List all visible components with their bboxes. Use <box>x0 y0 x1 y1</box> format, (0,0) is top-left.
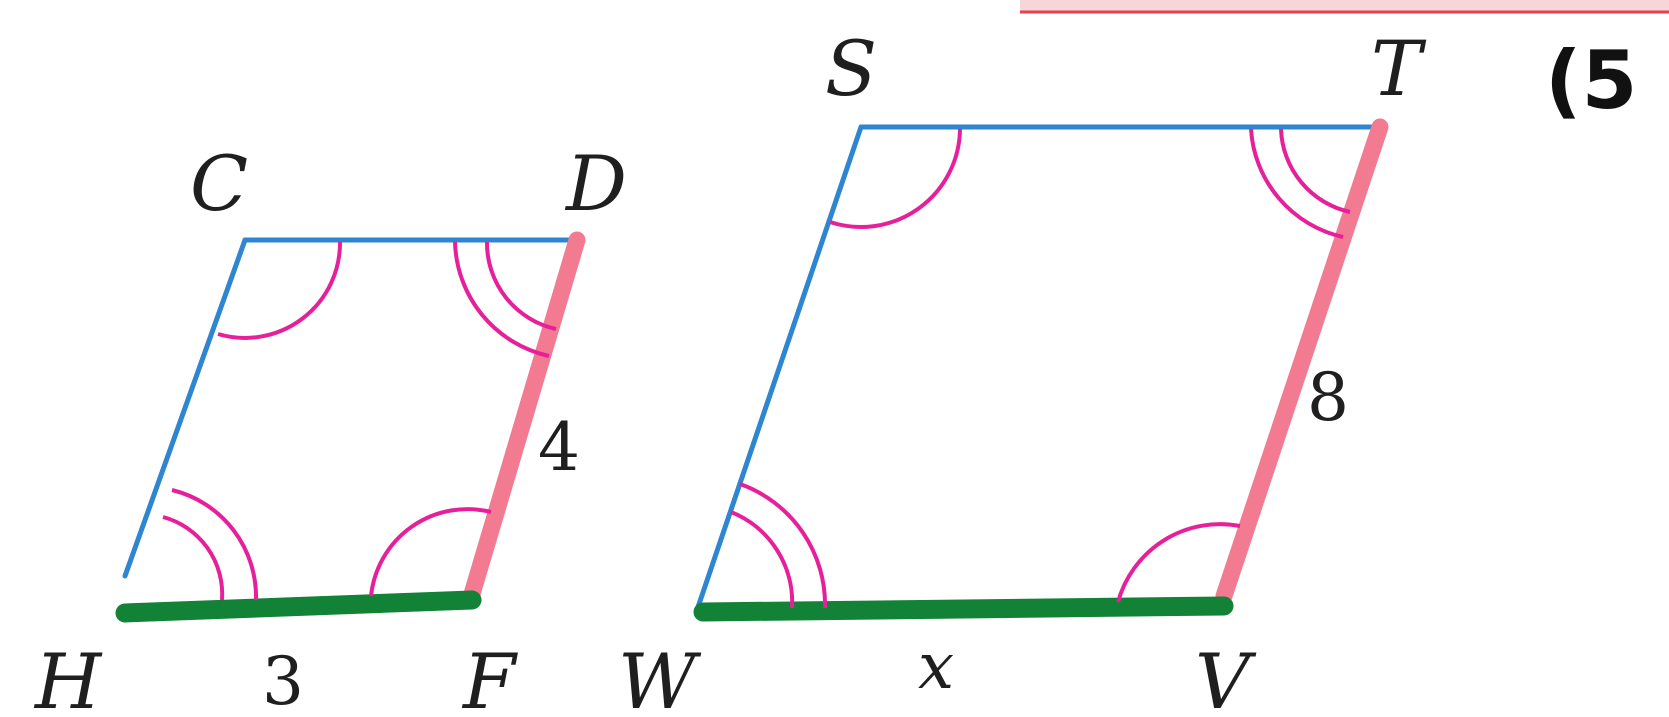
problem-number: (5 <box>1545 34 1637 127</box>
vertex-F-label: F <box>461 637 518 717</box>
angle-T-arc-outer <box>1249 128 1344 239</box>
parallelogram-STVW: S T W V 8 x <box>618 24 1427 717</box>
angle-H-arc-outer <box>171 488 259 601</box>
vertex-V-label: V <box>1195 637 1257 717</box>
angle-D-arc-inner <box>484 241 557 331</box>
side-DF-length: 4 <box>538 409 580 486</box>
side-HC <box>122 237 248 579</box>
side-WS <box>694 124 864 613</box>
angle-C-arc <box>217 241 343 340</box>
vertex-S-label: S <box>825 24 877 113</box>
vertex-C-label: C <box>190 139 248 228</box>
angle-F-arc <box>369 507 492 597</box>
angle-T-arc-inner <box>1279 128 1351 214</box>
angle-H-arc-inner <box>162 515 225 601</box>
side-TV-highlight <box>1215 118 1389 605</box>
vertex-T-label: T <box>1371 24 1427 113</box>
parallelogram-CDFH: C D H F 4 3 <box>33 139 627 717</box>
side-HF-length: 3 <box>262 643 304 717</box>
vertex-D-label: D <box>564 139 627 228</box>
side-DF-highlight <box>463 231 586 603</box>
side-HF-highlight <box>115 590 482 623</box>
side-TV-length: 8 <box>1307 359 1349 436</box>
angle-V-arc <box>1116 522 1241 603</box>
angle-W-arc-outer <box>739 482 828 609</box>
vertex-W-label: W <box>618 637 702 717</box>
angle-W-arc-inner <box>730 510 795 609</box>
angle-D-arc-outer <box>453 241 550 358</box>
vertex-H-label: H <box>33 637 103 717</box>
side-WV-length: x <box>918 630 954 704</box>
angle-S-arc <box>829 128 962 229</box>
top-highlight-strip <box>1020 0 1669 14</box>
side-WV-highlight <box>693 596 1234 622</box>
